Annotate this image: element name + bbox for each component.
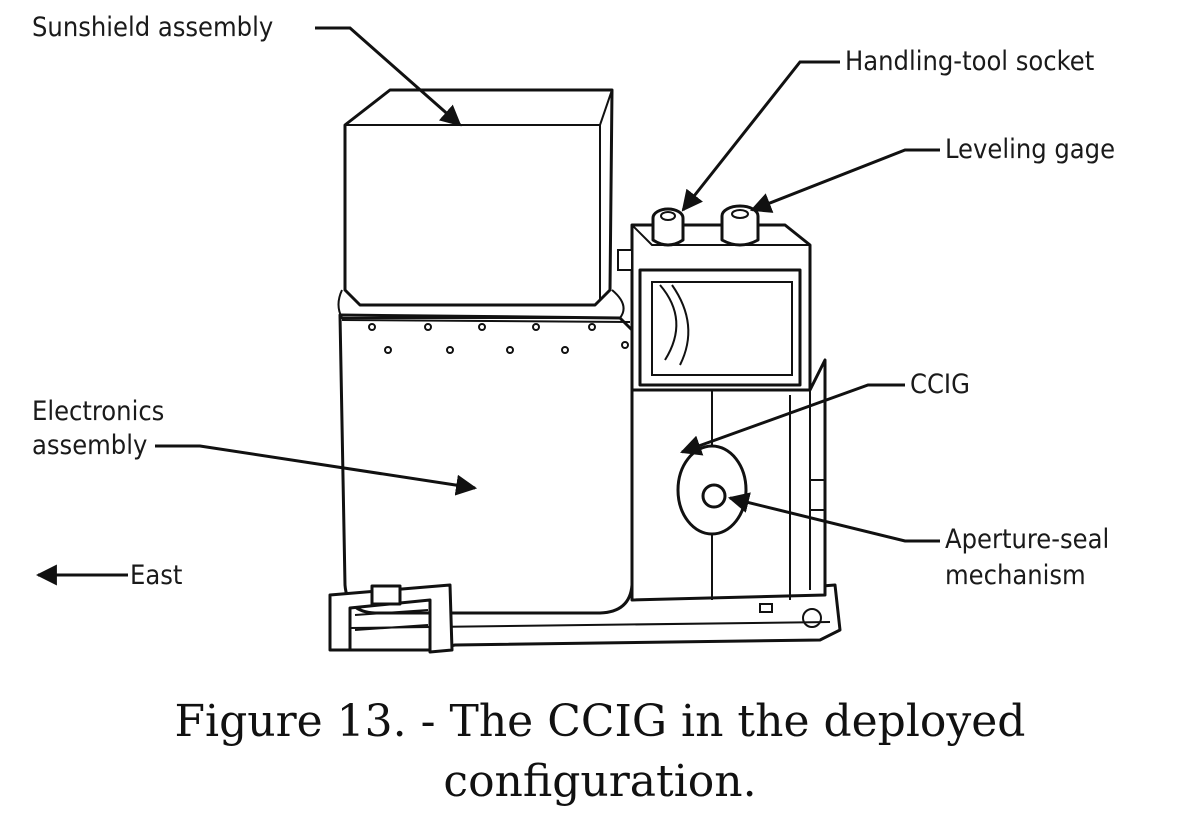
label-leveling-gage-text: Leveling gage	[945, 134, 1115, 165]
sunshield	[337, 88, 625, 331]
electronics-assembly-body	[338, 313, 634, 615]
label-sunshield: Sunshield assembly	[32, 12, 462, 127]
label-aperture-line2: mechanism	[945, 560, 1086, 591]
figure-caption-line2: configuration.	[443, 756, 757, 807]
label-east: East	[35, 560, 182, 591]
label-handling-tool-socket-text: Handling-tool socket	[845, 46, 1094, 77]
label-leveling-gage: Leveling gage	[750, 134, 1115, 213]
label-ccig-text: CCIG	[910, 369, 970, 400]
label-east-text: East	[130, 560, 182, 591]
label-sunshield-text: Sunshield assembly	[32, 12, 273, 43]
leveling-gage-shape	[720, 204, 760, 247]
handle-bracket	[328, 583, 454, 654]
aperture-seal-shape	[676, 444, 748, 536]
rivet-row	[384, 341, 629, 354]
label-electronics-line2: assembly	[32, 430, 147, 461]
figure-caption-line1: Figure 13. - The CCIG in the deployed	[174, 696, 1026, 747]
label-ccig: CCIG	[680, 369, 970, 456]
label-handling-tool-socket: Handling-tool socket	[681, 46, 1094, 212]
label-electronics-line1: Electronics	[32, 396, 164, 427]
label-aperture-seal: Aperture-seal mechanism	[727, 492, 1109, 591]
label-aperture-line1: Aperture-seal	[945, 524, 1109, 555]
handling-tool-socket-shape	[651, 207, 685, 247]
label-electronics-assembly: Electronics assembly	[32, 396, 478, 496]
